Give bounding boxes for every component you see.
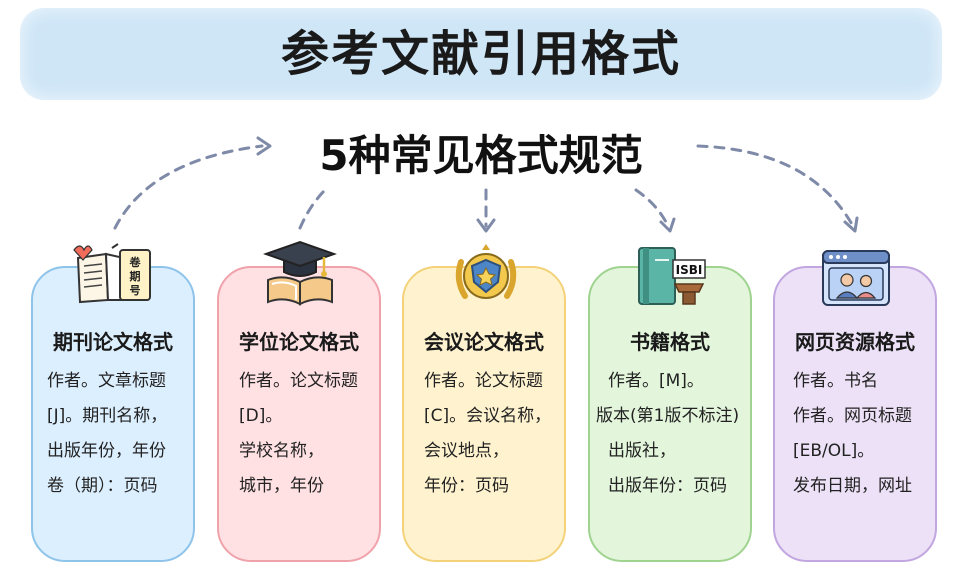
card-line: 出版年份：页码 xyxy=(608,476,727,496)
card-line: [J]。期刊名称， xyxy=(47,406,168,426)
arrow-2 xyxy=(298,188,327,230)
book-isbn-icon: ISBI xyxy=(638,247,706,305)
page-title: 参考文献引用格式 xyxy=(280,26,681,82)
card-line: 发布日期，网址 xyxy=(793,476,912,496)
card-line: 作者。论文标题 xyxy=(424,371,543,391)
card-line: 版本(第1版不标注) xyxy=(596,406,740,426)
journal-icon: 卷 期 号 xyxy=(73,243,151,304)
award-badge-icon xyxy=(455,244,517,299)
title-banner xyxy=(20,8,942,100)
arrowhead-1 xyxy=(256,136,272,156)
card-line: 出版年份，年份 xyxy=(47,441,166,461)
card-line: 年份：页码 xyxy=(424,476,509,496)
card-line: 卷（期）：页码 xyxy=(47,476,158,496)
arrowhead-3 xyxy=(476,218,496,233)
card-line: [D]。 xyxy=(239,406,283,426)
card-line: 作者。论文标题 xyxy=(239,371,358,391)
card-line: 作者。网页标题 xyxy=(793,406,912,426)
arrow-4 xyxy=(634,188,670,228)
arrowhead-4 xyxy=(659,217,676,233)
card-line: [EB/OL]。 xyxy=(793,441,875,461)
journal-icon-text: 号 xyxy=(130,284,141,297)
journal-icon-text: 卷 xyxy=(129,255,142,269)
arrow-5 xyxy=(696,144,855,228)
card-conference: 会议论文格式 作者。论文标题 [C]。会议名称， 会议地点， 年份：页码 xyxy=(402,266,566,562)
card-line: 作者。[M]。 xyxy=(608,371,704,391)
card-book: 书籍格式 作者。[M]。 版本(第1版不标注) 出版社， 出版年份：页码 xyxy=(588,266,752,562)
card-webpage: 网页资源格式 作者。书名 作者。网页标题 [EB/OL]。 发布日期，网址 xyxy=(773,266,937,562)
arrowhead-5 xyxy=(843,216,859,233)
card-title: 网页资源格式 xyxy=(795,330,915,354)
journal-icon-text: 期 xyxy=(130,269,141,283)
card-line: 学校名称， xyxy=(239,441,324,461)
card-journal: 期刊论文格式 作者。文章标题 [J]。期刊名称， 出版年份，年份 卷（期）：页码 xyxy=(31,266,195,562)
card-title: 期刊论文格式 xyxy=(53,330,173,354)
arrow-1 xyxy=(113,144,264,230)
graduation-cap-icon xyxy=(262,240,338,306)
card-line: 城市，年份 xyxy=(239,476,324,496)
card-title: 会议论文格式 xyxy=(424,330,544,354)
page-subtitle: 5种常见格式规范 xyxy=(319,131,643,180)
card-line: 作者。书名 xyxy=(793,371,878,391)
card-title: 学位论文格式 xyxy=(239,330,359,354)
card-thesis: 学位论文格式 作者。论文标题 [D]。 学校名称， 城市，年份 xyxy=(217,266,381,562)
card-line: [C]。会议名称， xyxy=(424,406,552,426)
webpage-icon xyxy=(822,250,890,306)
connector-arrows xyxy=(113,136,859,233)
isbn-label: ISBI xyxy=(676,263,703,277)
card-line: 出版社， xyxy=(608,441,676,461)
card-line: 会议地点， xyxy=(424,441,509,461)
card-title: 书籍格式 xyxy=(630,330,710,354)
card-line: 作者。文章标题 xyxy=(47,371,166,391)
